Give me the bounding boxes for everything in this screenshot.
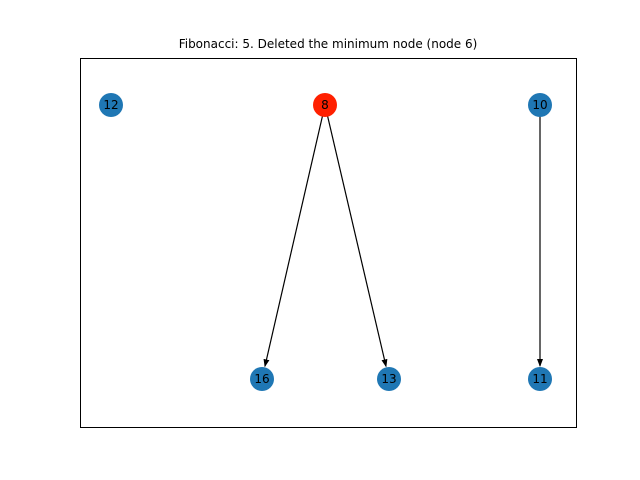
edges-layer <box>263 115 543 368</box>
nodes-layer: 12 8 10 16 13 11 <box>99 93 552 391</box>
node-circle-16 <box>250 367 274 391</box>
node-label-12: 12 <box>103 98 118 112</box>
node-12: 12 <box>99 93 123 117</box>
node-label-16: 16 <box>254 372 269 386</box>
node-circle-12 <box>99 93 123 117</box>
edge-8-to-16 <box>263 115 324 368</box>
node-circle-13 <box>377 367 401 391</box>
node-10: 10 <box>528 93 552 117</box>
node-11: 11 <box>528 367 552 391</box>
node-13: 13 <box>377 367 401 391</box>
node-label-8: 8 <box>321 98 329 112</box>
node-circle-11 <box>528 367 552 391</box>
node-label-13: 13 <box>381 372 396 386</box>
node-16: 16 <box>250 367 274 391</box>
diagram-title: Fibonacci: 5. Deleted the minimum node (… <box>179 37 478 51</box>
node-label-11: 11 <box>532 372 547 386</box>
plot-frame <box>80 58 577 428</box>
node-8: 8 <box>313 93 337 117</box>
node-circle-8 <box>313 93 337 117</box>
node-circle-10 <box>528 93 552 117</box>
node-label-10: 10 <box>532 98 547 112</box>
edge-8-to-13 <box>326 115 388 368</box>
